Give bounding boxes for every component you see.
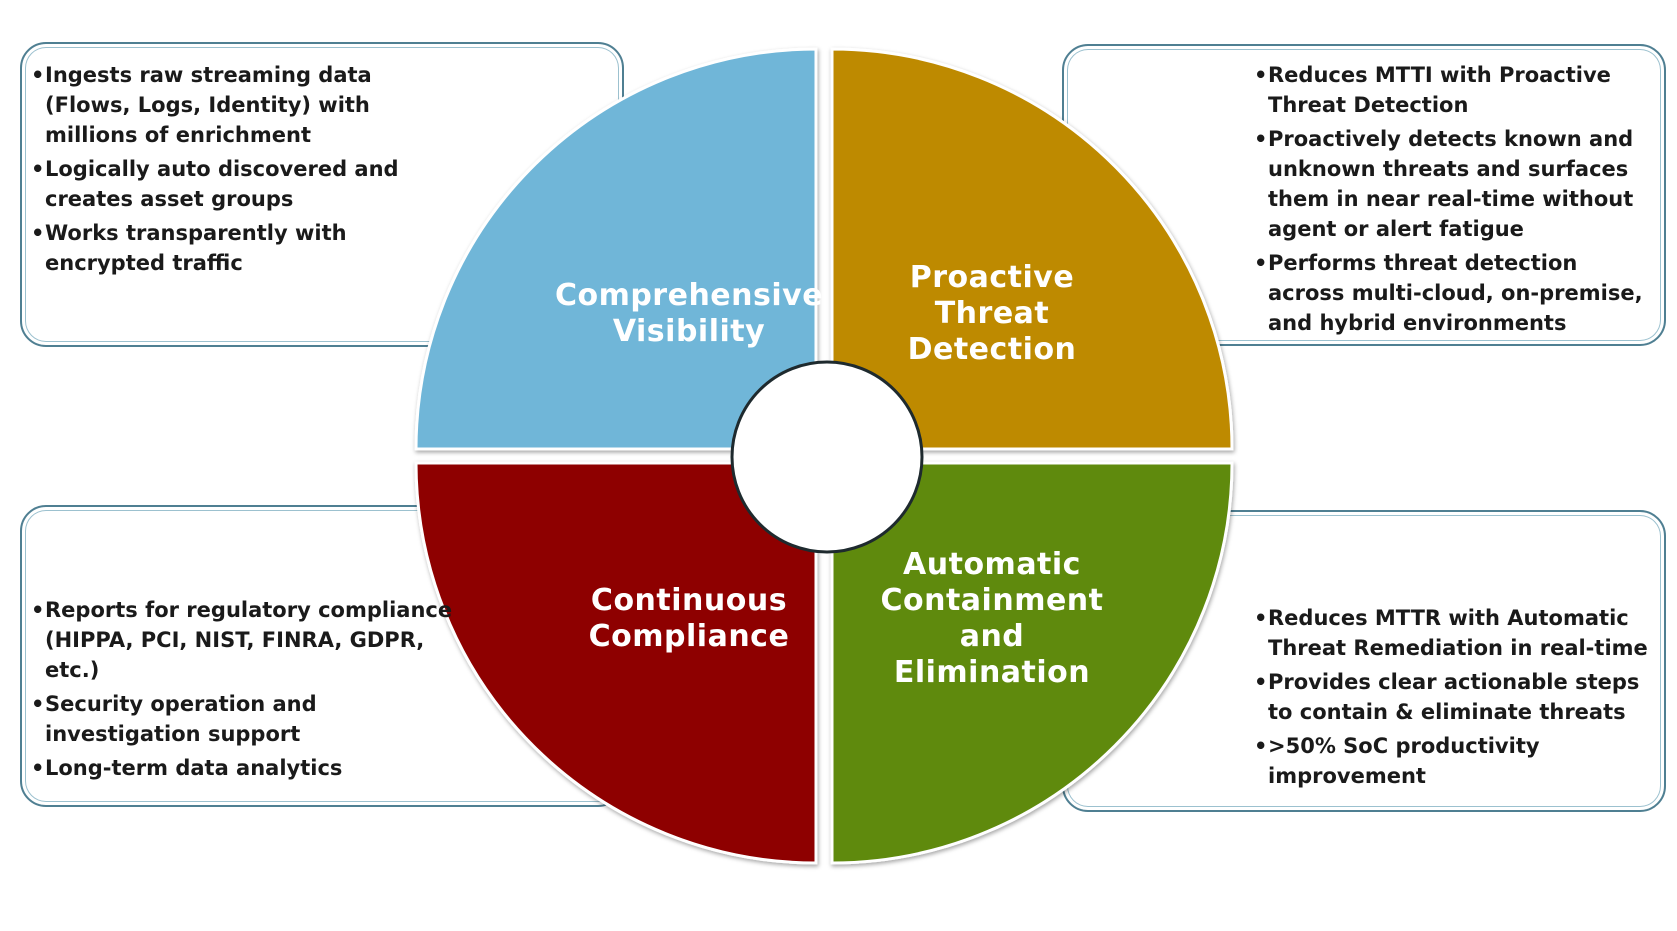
list-item: Security operation and investigation sup… <box>31 689 462 749</box>
quadrant-title-proactive-threat-detection: Proactive Threat Detection <box>907 260 1077 367</box>
quadrant-proactive-threat-detection <box>830 47 1234 451</box>
bullet-list-automatic-containment: Reduces MTTR with Automatic Threat Remed… <box>1254 603 1655 795</box>
bullet-list-comprehensive-visibility: Ingests raw streaming data (Flows, Logs,… <box>31 60 462 282</box>
list-item: Logically auto discovered and creates as… <box>31 154 462 214</box>
quadrant-comprehensive-visibility <box>414 47 818 451</box>
list-item: Reduces MTTI with Proactive Threat Detec… <box>1254 60 1655 120</box>
quadrant-title-comprehensive-visibility: Comprehensive Visibility <box>554 278 824 349</box>
list-item: Ingests raw streaming data (Flows, Logs,… <box>31 60 462 150</box>
quadrant-continuous-compliance <box>414 461 818 865</box>
list-item: Long-term data analytics <box>31 753 462 783</box>
quadrant-title-continuous-compliance: Continuous Compliance <box>588 583 790 654</box>
list-item: Reduces MTTR with Automatic Threat Remed… <box>1254 603 1655 663</box>
list-item: Provides clear actionable steps to conta… <box>1254 667 1655 727</box>
quadrant-title-automatic-containment: Automatic Containment and Elimination <box>880 547 1104 690</box>
list-item: Works transparently with encrypted traff… <box>31 218 462 278</box>
center-circle <box>730 360 924 554</box>
bullet-list-proactive-threat-detection: Reduces MTTI with Proactive Threat Detec… <box>1254 60 1655 342</box>
bullet-list-continuous-compliance: Reports for regulatory compliance (HIPPA… <box>31 595 462 787</box>
list-item: Reports for regulatory compliance (HIPPA… <box>31 595 462 685</box>
list-item: >50% SoC productivity improvement <box>1254 731 1655 791</box>
quadrant-automatic-containment <box>830 461 1234 865</box>
list-item: Performs threat detection across multi-c… <box>1254 248 1655 338</box>
list-item: Proactively detects known and unknown th… <box>1254 124 1655 244</box>
